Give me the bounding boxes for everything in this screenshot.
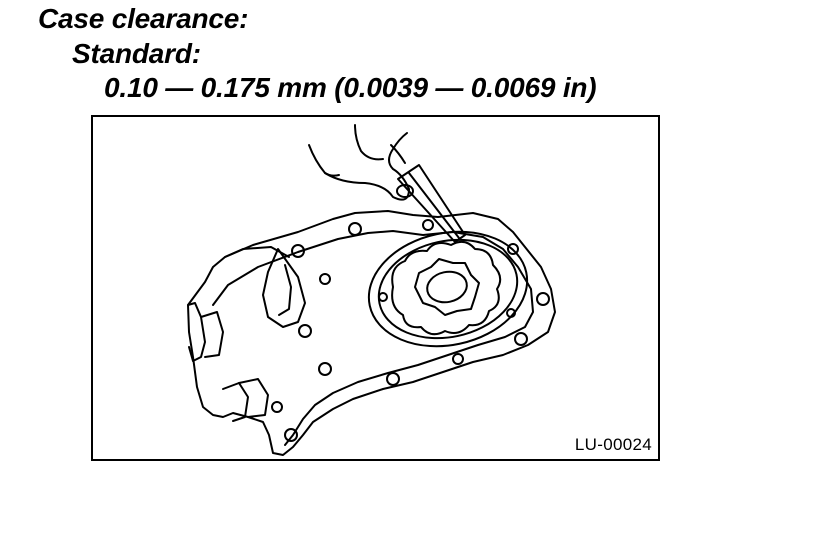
oil-pump-illustration xyxy=(187,124,556,456)
figure-frame: LU-00024 xyxy=(91,115,660,461)
feeler-gauge-icon xyxy=(396,164,466,243)
spec-title: Case clearance: xyxy=(38,3,249,34)
hand-icon xyxy=(308,124,410,201)
spec-label: Standard: xyxy=(72,38,201,69)
rotor-gear-icon xyxy=(367,230,529,348)
oil-pump-housing-icon xyxy=(187,210,556,456)
spec-value: 0.10 — 0.175 mm (0.0039 — 0.0069 in) xyxy=(104,72,597,103)
figure-id-label: LU-00024 xyxy=(574,435,652,454)
